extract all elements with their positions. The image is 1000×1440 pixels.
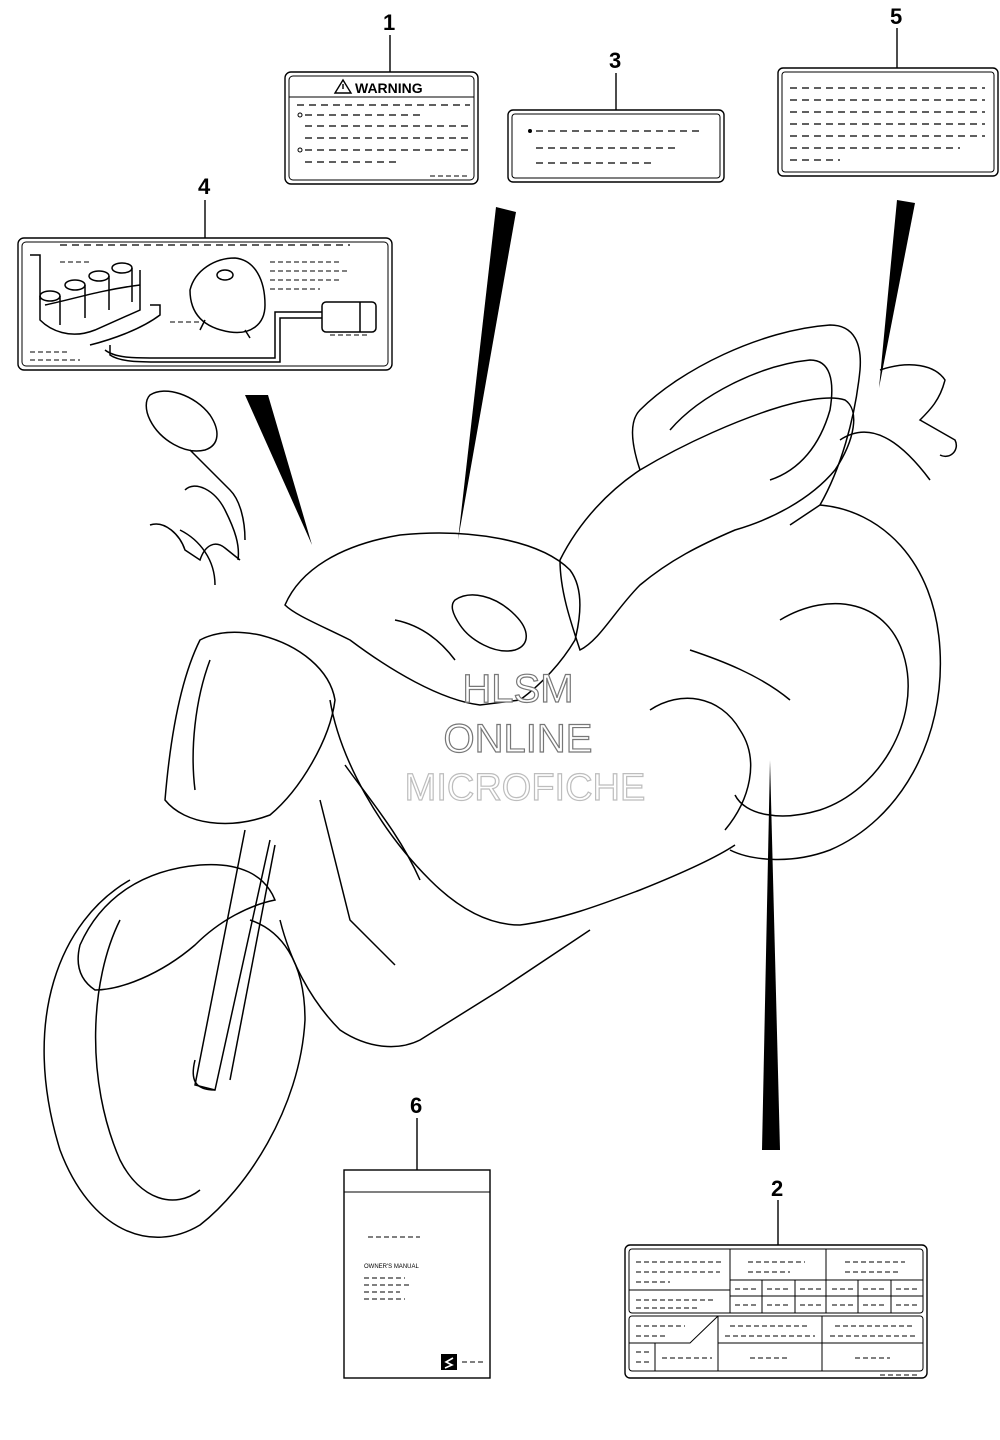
pointer-wedge-5 xyxy=(879,200,915,388)
motorcycle-outline xyxy=(43,324,957,1239)
label-3 xyxy=(507,73,725,183)
watermark-line-2: ONLINE xyxy=(444,717,593,761)
label-6-owners-manual: OWNER'S MANUAL xyxy=(343,1118,491,1379)
watermark: HLSM ONLINE MICROFICHE xyxy=(404,666,646,809)
label-5 xyxy=(777,28,999,177)
label-1-warning: WARNING xyxy=(284,35,479,185)
callout-3: 3 xyxy=(609,48,621,73)
pointer-wedge-1 xyxy=(458,207,516,540)
pointer-wedge-2 xyxy=(762,760,780,1150)
watermark-line-3: MICROFICHE xyxy=(405,767,646,809)
callout-6: 6 xyxy=(410,1093,422,1118)
watermark-line-1: HLSM xyxy=(462,667,573,711)
brand-logo-icon xyxy=(441,1354,457,1370)
pointer-wedge-4 xyxy=(245,395,312,545)
label-4-hose-routing xyxy=(17,200,393,371)
pointer-wedges xyxy=(245,200,915,1150)
warning-title: WARNING xyxy=(355,80,423,96)
callout-5: 5 xyxy=(890,4,902,29)
manual-title: OWNER'S MANUAL xyxy=(364,1264,419,1270)
callout-2: 2 xyxy=(771,1176,783,1201)
callout-4: 4 xyxy=(198,174,211,199)
label-2-info-table xyxy=(624,1200,928,1379)
warning-triangle-icon xyxy=(333,78,353,94)
callout-1: 1 xyxy=(383,10,395,35)
